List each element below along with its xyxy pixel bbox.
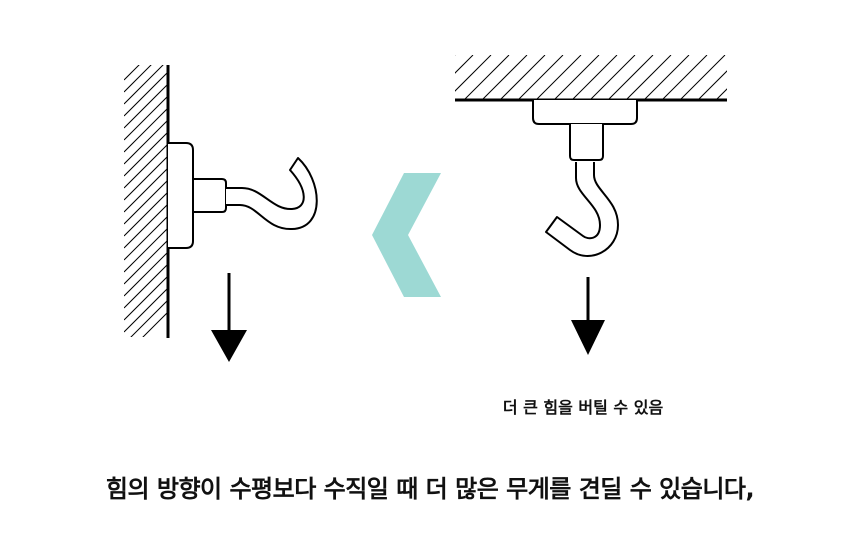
hatch-line <box>715 88 727 100</box>
hatch-line <box>679 55 726 100</box>
hatch-line <box>463 55 510 100</box>
caption-stronger-hold: 더 큰 힘을 버틸 수 있음 <box>502 398 664 417</box>
hatch-line <box>124 65 140 81</box>
hatch-line <box>661 55 708 100</box>
hatch-line <box>455 55 474 74</box>
hatch-line <box>124 179 168 225</box>
hatch-line <box>124 167 168 213</box>
main-explanation-text: 힘의 방향이 수평보다 수직일 때 더 많은 무게를 견딜 수 있습니다, <box>105 475 755 503</box>
hatch-line <box>124 215 168 261</box>
hatch-line <box>481 55 528 100</box>
ceiling-hook-icon <box>455 55 779 257</box>
hatch-line <box>124 227 168 273</box>
hatch-line <box>124 251 168 297</box>
hatch-line <box>589 55 636 100</box>
hatch-line <box>697 70 727 100</box>
hatch-line <box>455 55 492 92</box>
hatch-line <box>455 55 456 56</box>
hatch-line <box>625 55 672 100</box>
hatch-line <box>124 287 168 333</box>
hatch-line <box>124 119 168 165</box>
hatch-line <box>517 55 564 100</box>
chevron-left-icon <box>372 173 441 297</box>
hatch-line <box>124 65 152 93</box>
hatch-line <box>124 95 168 141</box>
hatch-line <box>124 71 168 117</box>
hatch-line <box>124 239 168 285</box>
hatch-line <box>734 55 779 100</box>
wall-hook-icon <box>124 65 318 338</box>
hatch-line <box>124 83 168 129</box>
hatch-line <box>535 55 582 100</box>
hatch-line <box>643 55 690 100</box>
down-arrow-icon <box>571 277 605 355</box>
hatch-line <box>499 55 546 100</box>
hatch-line <box>124 107 168 153</box>
hatch-line <box>124 143 168 189</box>
hatch-line <box>124 203 168 249</box>
hatch-line <box>124 131 168 177</box>
hatch-line <box>607 55 654 100</box>
hatch-line <box>124 275 168 321</box>
hatch-line <box>571 55 618 100</box>
hatch-line <box>142 311 168 337</box>
hatch-line <box>130 299 168 337</box>
hatch-line <box>553 55 600 100</box>
hatch-line <box>124 155 168 201</box>
hatch-line <box>124 191 168 237</box>
down-arrow-icon <box>211 273 247 362</box>
hatch-line <box>124 263 168 309</box>
hatch-line <box>124 65 164 105</box>
